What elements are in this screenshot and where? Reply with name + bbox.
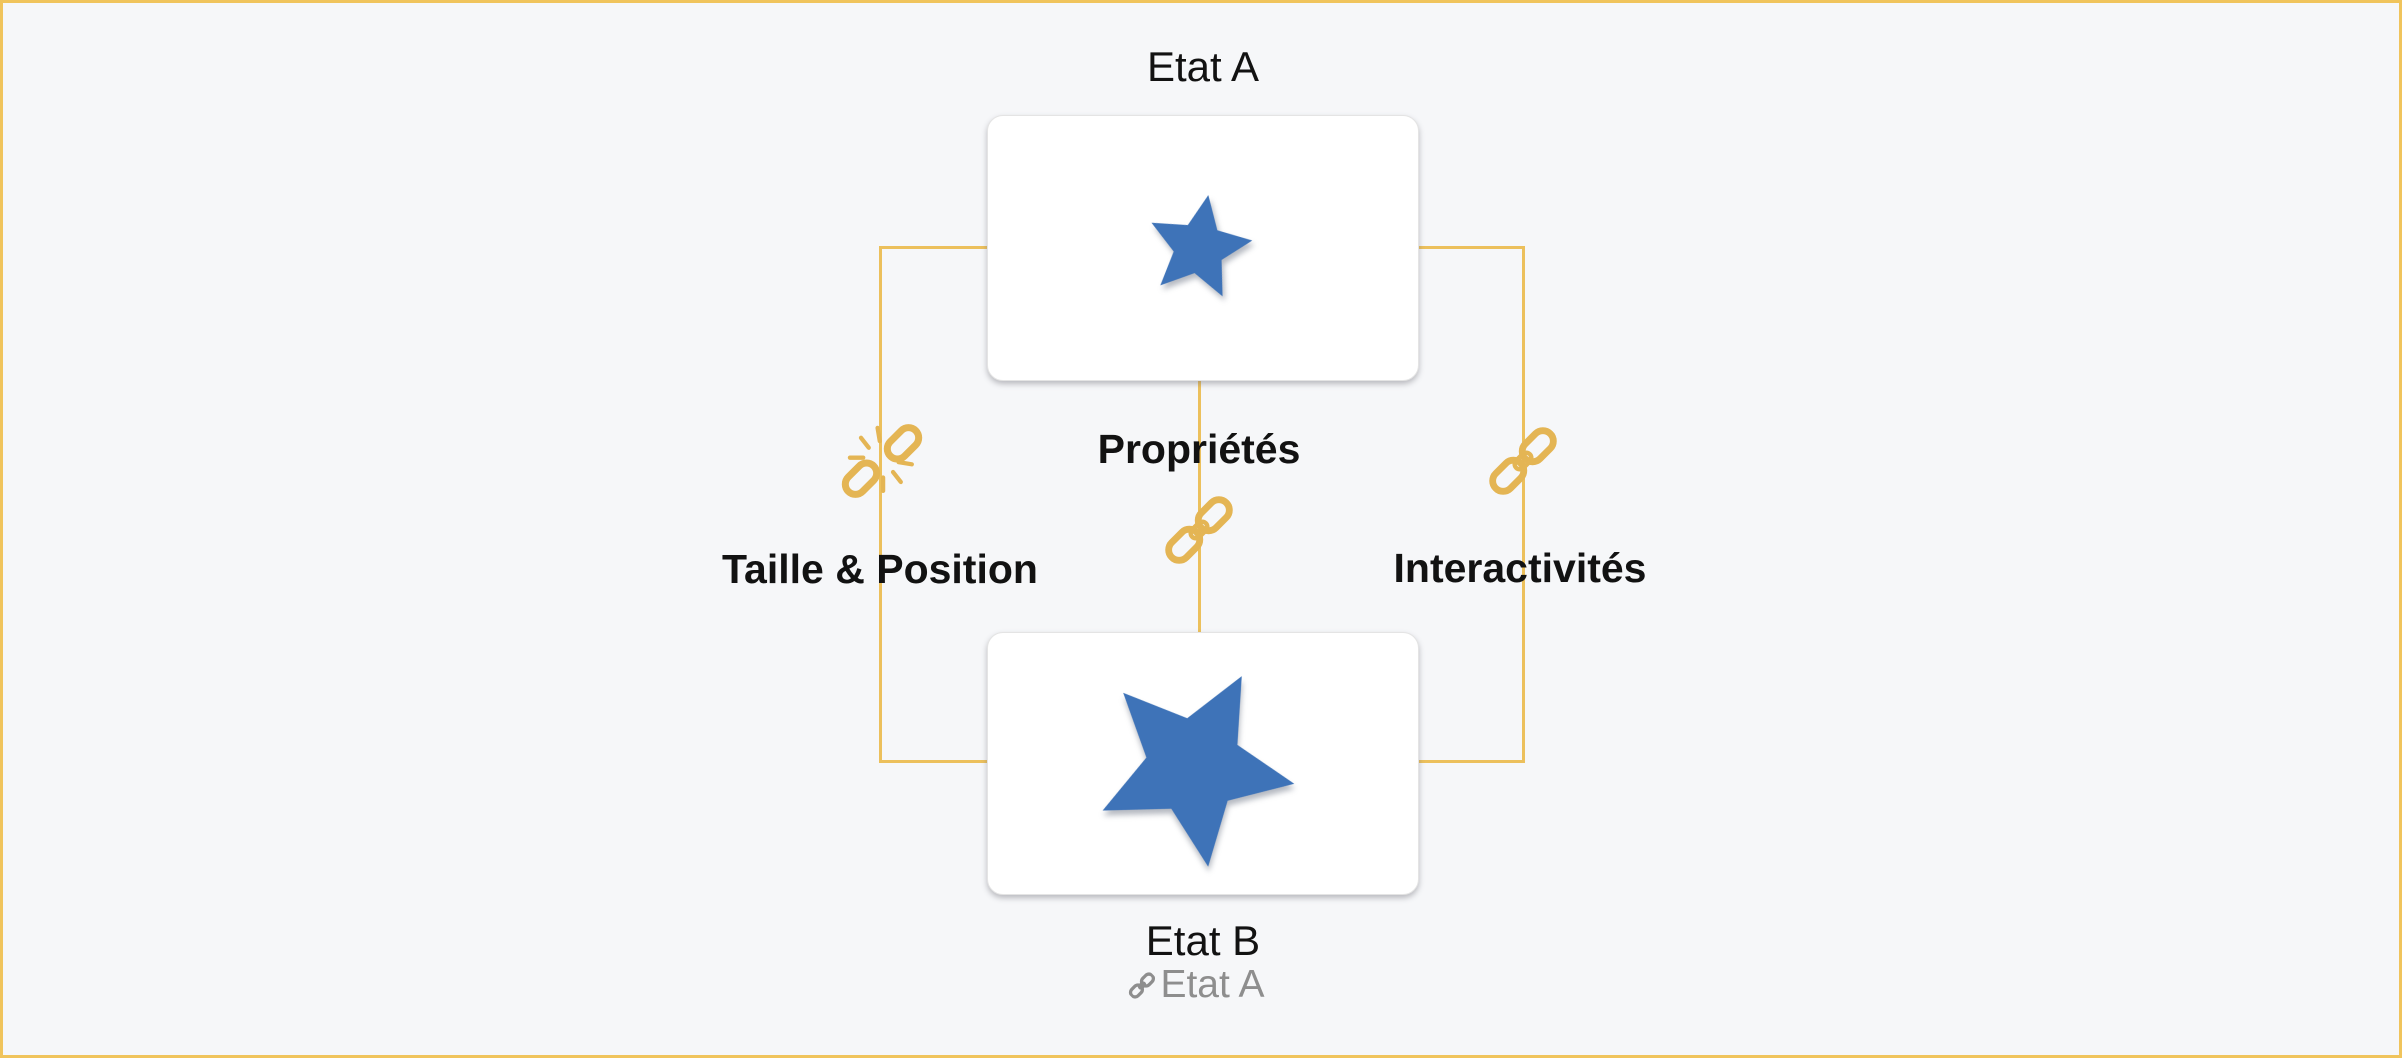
state-b-inheritance: Etat A	[1128, 963, 1265, 1007]
connector-line-right-vertical	[1522, 246, 1525, 763]
star-shape-large	[1102, 676, 1295, 867]
connection-label-properties: Propriétés	[1097, 426, 1301, 472]
star-shape-small	[1151, 195, 1253, 297]
connection-label-size-position: Taille & Position	[722, 546, 1038, 592]
inherit-link-icon	[1128, 971, 1156, 999]
state-b-card[interactable]	[987, 632, 1419, 895]
state-b-title: Etat B	[1145, 917, 1261, 964]
connector-line-center-vertical	[1198, 381, 1201, 633]
connector-line-left-top	[880, 246, 988, 249]
connector-line-left-bottom	[880, 760, 988, 763]
connection-label-interactions: Interactivités	[1393, 545, 1647, 591]
connector-line-left-vertical	[879, 246, 882, 763]
connector-line-right-top	[1419, 246, 1525, 249]
state-a-title: Etat A	[1146, 43, 1260, 90]
link-icon-properties	[1165, 496, 1233, 564]
link-icon-interactions	[1489, 427, 1557, 495]
connector-line-right-bottom	[1419, 760, 1525, 763]
state-a-card[interactable]	[987, 115, 1419, 381]
inherit-source-label: Etat A	[1160, 963, 1265, 1006]
broken-link-icon	[841, 424, 923, 498]
